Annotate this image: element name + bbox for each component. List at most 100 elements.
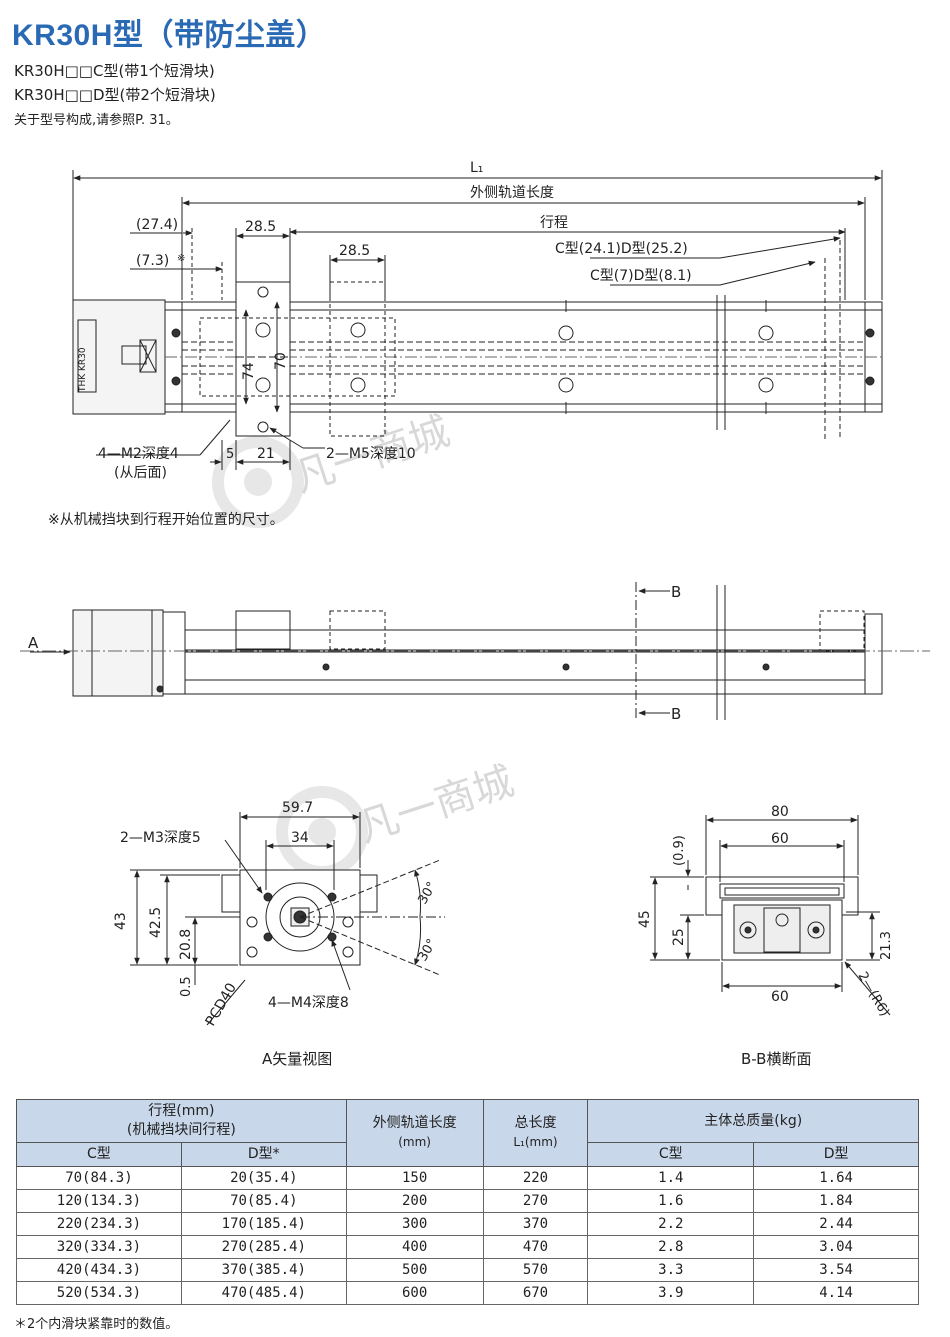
dim-0-5: 0.5	[179, 976, 194, 997]
m2-hole-label: 4—M2深度4	[98, 446, 179, 462]
m4-hole-label: 4—M4深度8	[268, 995, 349, 1011]
dim-42-5: 42.5	[148, 907, 164, 938]
cell-outer-rail: 150	[345, 1166, 484, 1190]
table-row: 220(234.3) 170(185.4) 300 370 2.2 2.44	[16, 1212, 919, 1236]
dim-28-5-a: 28.5	[245, 219, 276, 235]
cell-stroke-d: 70(85.4)	[180, 1189, 347, 1213]
th-mass: 主体总质量(kg)	[587, 1099, 919, 1143]
dim-43: 43	[113, 912, 129, 930]
dim-28-5-b: 28.5	[339, 243, 370, 259]
subtitle-c-type: KR30H□□C型(带1个短滑块)	[14, 62, 215, 80]
th-mass-d: D型	[753, 1142, 919, 1167]
cell-mass-d: 4.14	[753, 1281, 919, 1305]
cell-outer-rail: 500	[345, 1258, 484, 1282]
cell-mass-d: 1.84	[753, 1189, 919, 1213]
cell-stroke-d: 170(185.4)	[180, 1212, 347, 1236]
radius-label: 2—(R6)	[855, 970, 892, 1020]
dim-7-3-asterisk: ※	[177, 253, 185, 264]
cell-mass-d: 2.44	[753, 1212, 919, 1236]
cell-total-length: 470	[482, 1235, 589, 1259]
cell-stroke-d: 370(385.4)	[180, 1258, 347, 1282]
a-view	[130, 812, 445, 1026]
dim-7-3: (7.3)	[136, 253, 169, 269]
side-view-labels: A B B	[28, 583, 681, 723]
th-stroke-d: D型*	[180, 1142, 347, 1167]
bb-view	[650, 815, 891, 1016]
cell-mass-c: 2.2	[587, 1212, 755, 1236]
th-mass-c: C型	[587, 1142, 755, 1167]
table-row: 520(534.3) 470(485.4) 600 670 3.9 4.14	[16, 1281, 919, 1305]
label-a: A	[28, 634, 39, 652]
cell-stroke-c: 320(334.3)	[16, 1235, 182, 1259]
th-total-length-label: 总长度	[514, 1115, 557, 1131]
top-view	[72, 170, 883, 470]
th-stroke: 行程(mm) (机械挡块间行程)	[16, 1099, 347, 1143]
cell-outer-rail: 200	[345, 1189, 484, 1213]
bb-view-caption: B-B横断面	[741, 1050, 812, 1068]
dim-27-4: (27.4)	[136, 217, 178, 233]
cell-stroke-c: 420(434.3)	[16, 1258, 182, 1282]
dim-0-9: (0.9)	[672, 835, 687, 866]
m5-hole-label: 2—M5深度10	[326, 446, 416, 462]
cell-stroke-d: 270(285.4)	[180, 1235, 347, 1259]
dim-34: 34	[291, 830, 309, 846]
label-b-top: B	[671, 583, 681, 601]
dim-25: 25	[671, 928, 687, 946]
label-b-bottom: B	[671, 705, 681, 723]
cell-stroke-c: 520(534.3)	[16, 1281, 182, 1305]
cell-mass-d: 3.04	[753, 1235, 919, 1259]
cell-total-length: 670	[482, 1281, 589, 1305]
subtitle-d-type: KR30H□□D型(带2个短滑块)	[14, 86, 216, 104]
angle-30-b: 30°	[415, 937, 440, 964]
m3-hole-label: 2—M3深度5	[120, 830, 201, 846]
dim-c-d-type-b: C型(7)D型(8.1)	[590, 268, 692, 284]
cell-stroke-c: 70(84.3)	[16, 1166, 182, 1190]
table-footnote: ＊2个内滑块紧靠时的数值。	[14, 1317, 179, 1332]
table-row: 120(134.3) 70(85.4) 200 270 1.6 1.84	[16, 1189, 919, 1213]
th-stroke-c: C型	[16, 1142, 182, 1167]
dim-c-d-type-a: C型(24.1)D型(25.2)	[555, 241, 688, 257]
reference-note: 关于型号构成,请参照P. 31。	[14, 113, 179, 128]
angle-30-a: 30°	[415, 880, 440, 907]
cell-mass-c: 3.9	[587, 1281, 755, 1305]
table-row: 320(334.3) 270(285.4) 400 470 2.8 3.04	[16, 1235, 919, 1259]
top-view-labels: L₁ 外侧轨道长度 行程 (27.4) (7.3) ※ 28.5 28.5 C型…	[78, 160, 692, 481]
dim-59-7: 59.7	[282, 800, 313, 816]
cell-mass-d: 1.64	[753, 1166, 919, 1190]
dim-20-8: 20.8	[178, 929, 194, 960]
cell-outer-rail: 600	[345, 1281, 484, 1305]
table-row: 70(84.3) 20(35.4) 150 220 1.4 1.64	[16, 1166, 919, 1190]
from-back-label: (从后面)	[114, 465, 167, 481]
dim-outer-rail: 外侧轨道长度	[470, 185, 554, 201]
spec-table: 行程(mm) (机械挡块间行程) 外侧轨道长度 (mm) 总长度 L₁(mm) …	[16, 1099, 919, 1305]
dim-80: 80	[771, 804, 789, 820]
table-row: 420(434.3) 370(385.4) 500 570 3.3 3.54	[16, 1258, 919, 1282]
cell-stroke-c: 120(134.3)	[16, 1189, 182, 1213]
watermark: 凡一商城 凡一商城	[212, 408, 519, 878]
watermark-text-2: 凡一商城	[353, 758, 519, 851]
dim-60-bottom: 60	[771, 989, 789, 1005]
cell-mass-c: 3.3	[587, 1258, 755, 1282]
cell-total-length: 570	[482, 1258, 589, 1282]
cell-stroke-d: 20(35.4)	[180, 1166, 347, 1190]
page-title: KR30H型（带防尘盖）	[12, 19, 327, 52]
side-view	[20, 582, 930, 720]
cell-total-length: 220	[482, 1166, 589, 1190]
dim-L1: L₁	[470, 160, 483, 176]
dim-stroke: 行程	[540, 215, 568, 231]
th-stroke-sub: (机械挡块间行程)	[126, 1122, 236, 1138]
dim-60-top: 60	[771, 831, 789, 847]
dim-21-3: 21.3	[879, 931, 894, 960]
technical-drawing: 凡一商城 凡一商城	[20, 160, 930, 1029]
dim-5: 5	[226, 447, 234, 462]
pcd-label: PCD40	[203, 980, 240, 1029]
cell-mass-c: 1.4	[587, 1166, 755, 1190]
cell-total-length: 270	[482, 1189, 589, 1213]
cell-total-length: 370	[482, 1212, 589, 1236]
cell-outer-rail: 300	[345, 1212, 484, 1236]
dim-70: 70	[273, 352, 289, 370]
stopper-note: ※从机械挡块到行程开始位置的尺寸。	[48, 512, 284, 528]
th-outer-rail: 外侧轨道长度 (mm)	[345, 1099, 484, 1167]
cell-mass-c: 1.6	[587, 1189, 755, 1213]
th-total-length-unit: L₁(mm)	[513, 1135, 558, 1149]
